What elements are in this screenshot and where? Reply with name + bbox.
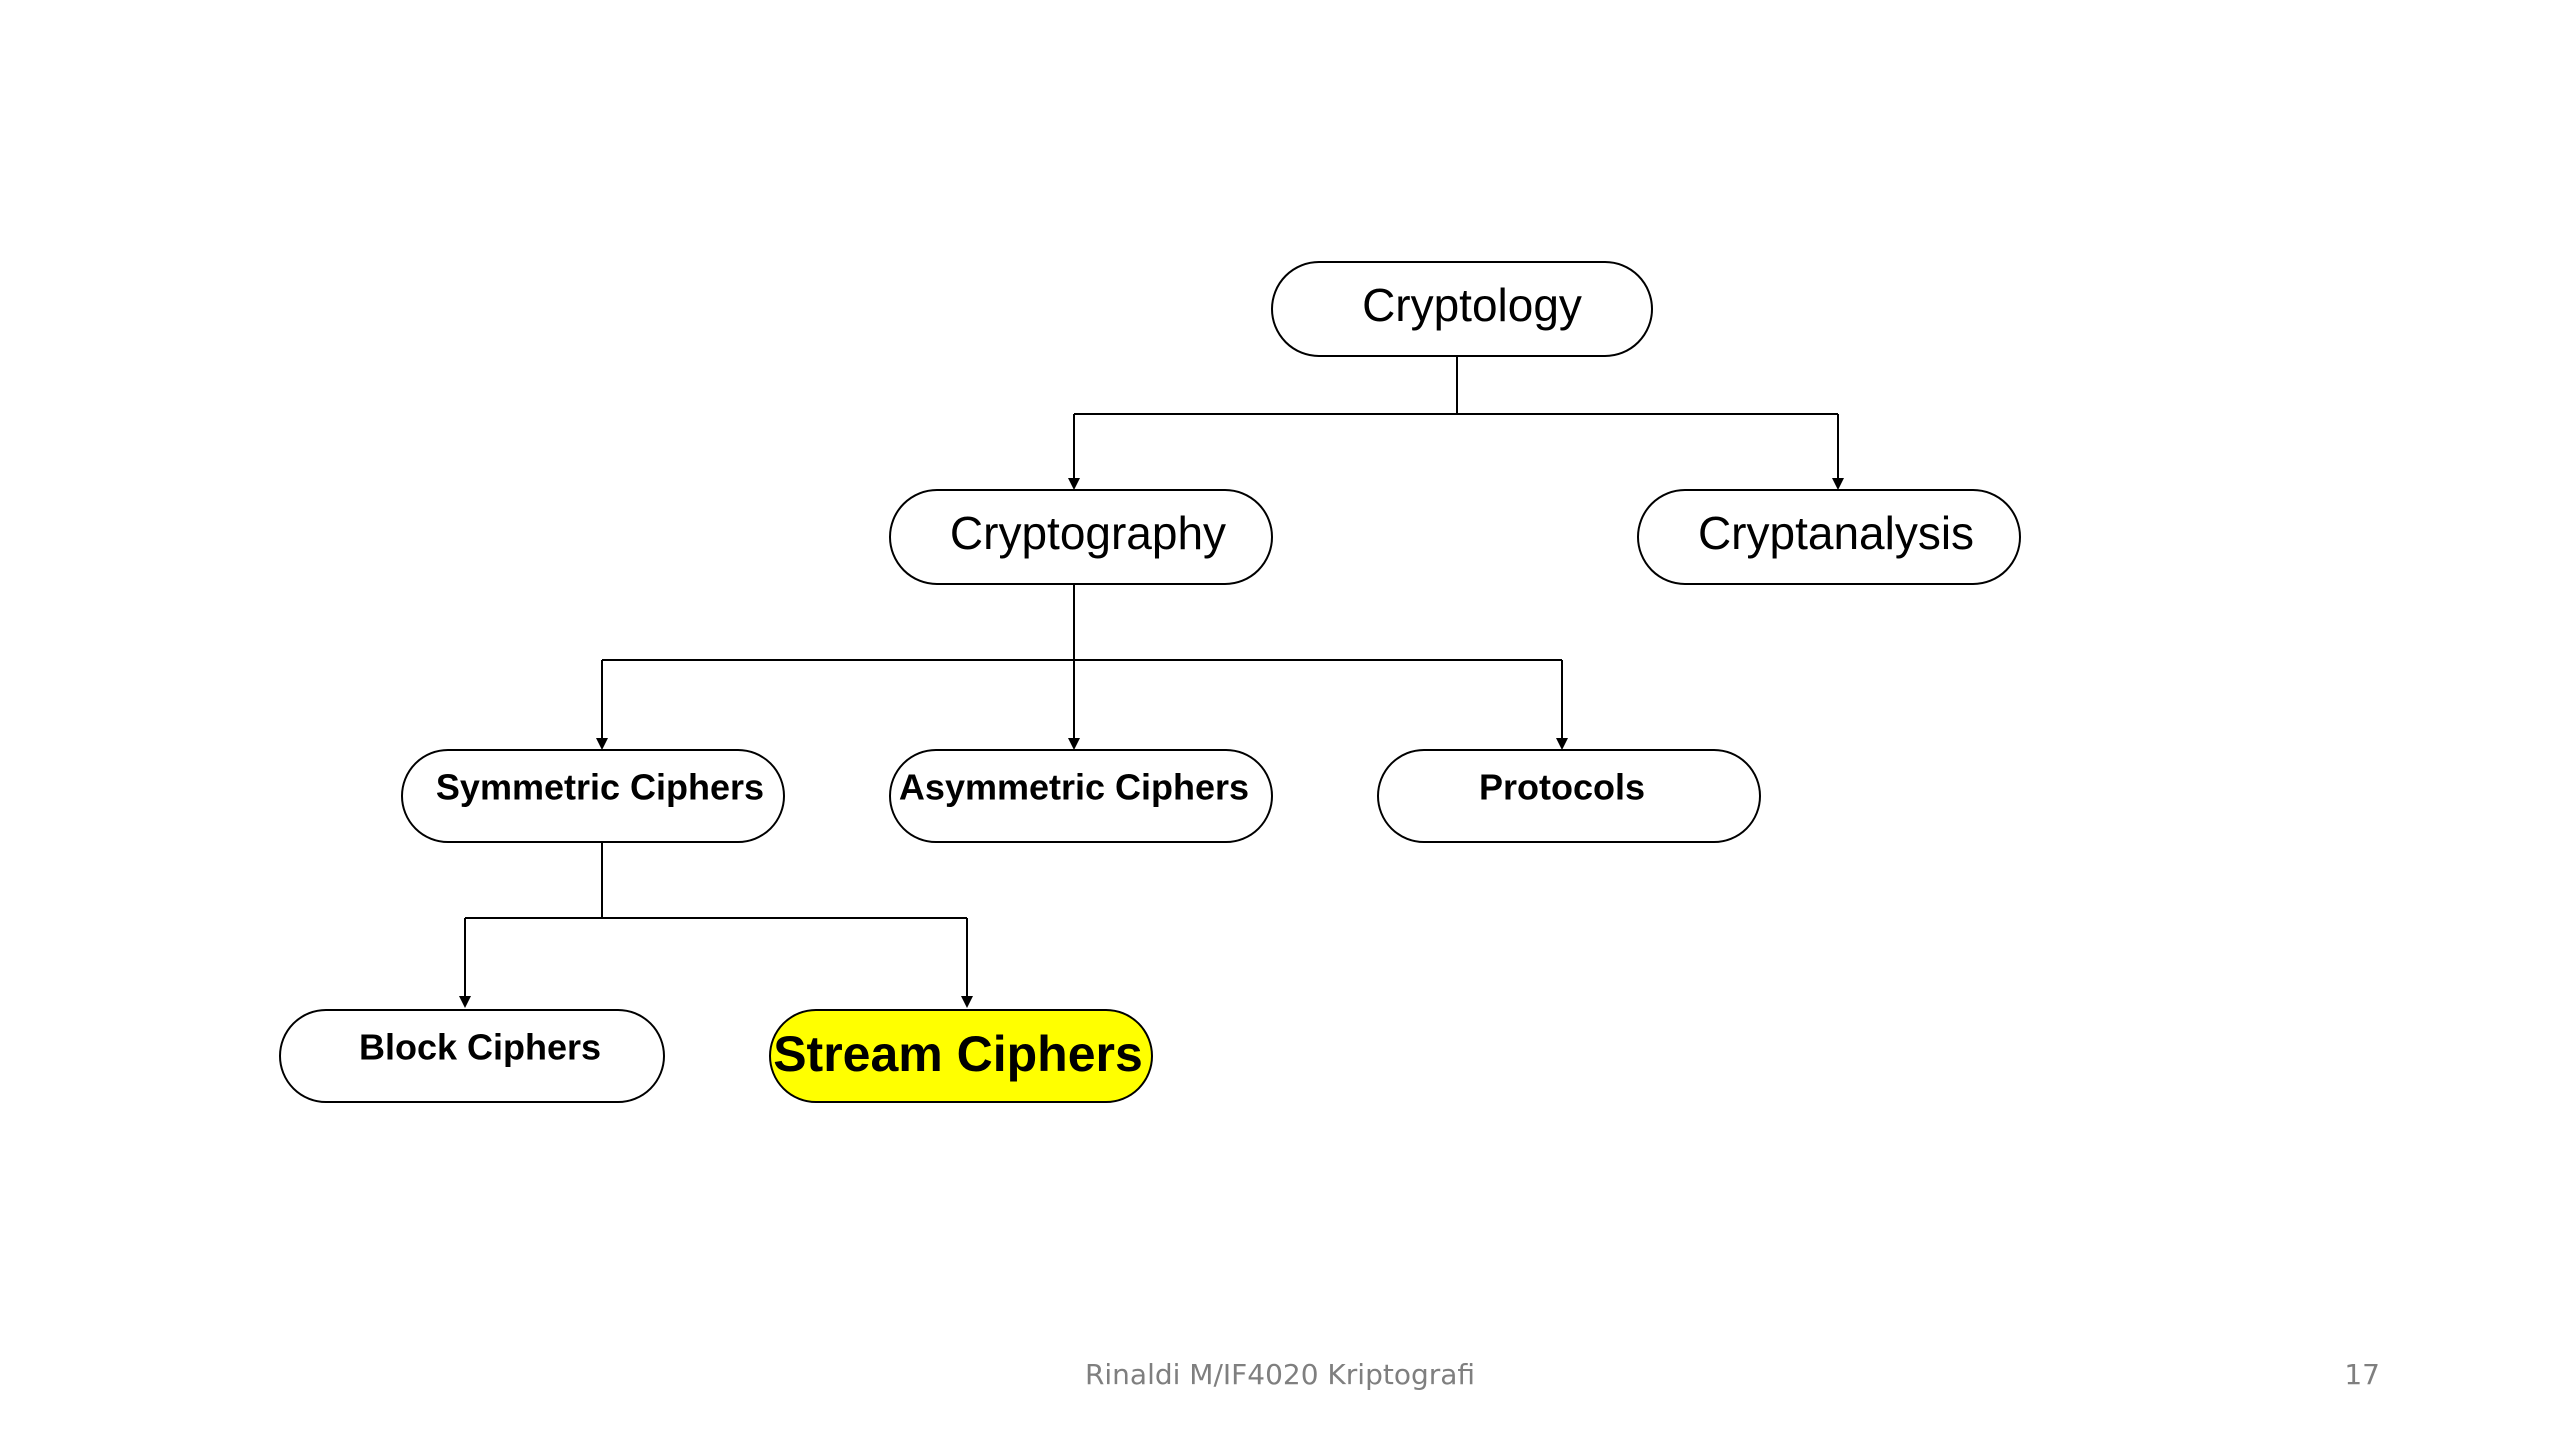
- node-cryptography-label: Cryptography: [950, 507, 1226, 559]
- node-stream-label: Stream Ciphers: [773, 1026, 1143, 1082]
- node-cryptanalysis-label: Cryptanalysis: [1698, 507, 1974, 559]
- node-cryptology-label: Cryptology: [1362, 279, 1582, 331]
- footer-text: Rinaldi M/IF4020 Kriptografi: [1084, 1358, 1476, 1391]
- node-asymmetric-ciphers: Asymmetric Ciphers: [889, 749, 1273, 843]
- connector-cryptography: [596, 584, 1568, 750]
- node-block-label: Block Ciphers: [359, 1027, 601, 1068]
- connector-symmetric: [459, 842, 973, 1008]
- node-stream-ciphers: Stream Ciphers: [769, 1009, 1153, 1103]
- node-protocols: Protocols: [1377, 749, 1761, 843]
- node-cryptanalysis: Cryptanalysis: [1637, 489, 2021, 585]
- node-symmetric-ciphers: Symmetric Ciphers: [401, 749, 785, 843]
- node-block-ciphers: Block Ciphers: [279, 1009, 665, 1103]
- connector-cryptology: [1068, 356, 1844, 490]
- page-number: 17: [2344, 1358, 2380, 1391]
- node-cryptology: Cryptology: [1271, 261, 1653, 357]
- node-asymmetric-label: Asymmetric Ciphers: [899, 767, 1249, 808]
- node-cryptography: Cryptography: [889, 489, 1273, 585]
- node-protocols-label: Protocols: [1479, 767, 1645, 808]
- node-symmetric-label: Symmetric Ciphers: [436, 767, 764, 808]
